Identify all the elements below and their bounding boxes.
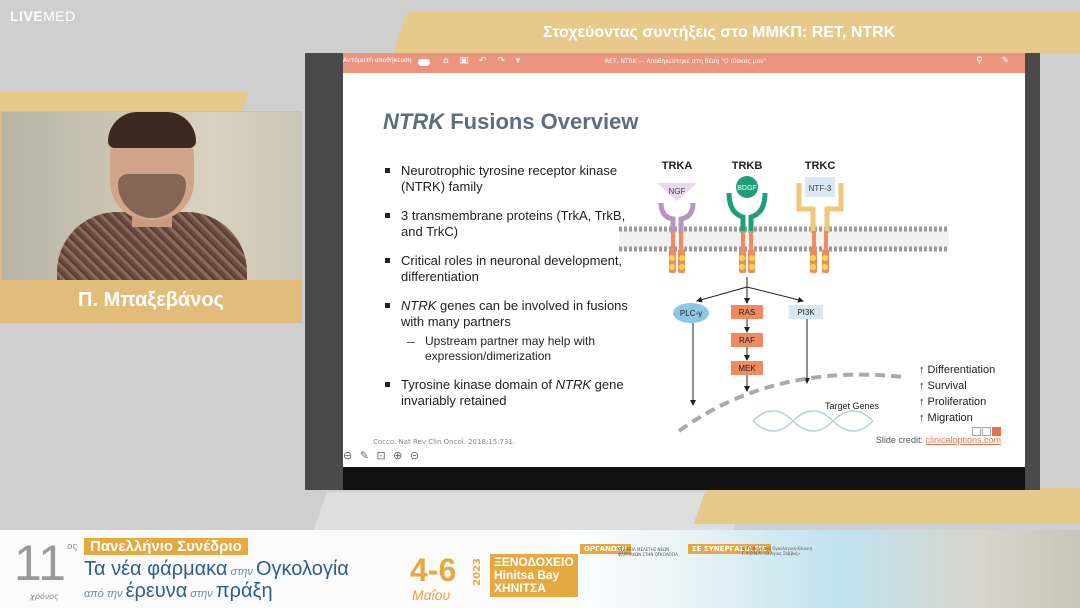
speaker-name: Π. Μπαξεβάνος	[78, 289, 224, 311]
outcomes-list: ↑ Differentiation ↑ Survival ↑ Prolifera…	[919, 364, 995, 424]
toolbar-icons[interactable]: ⌂ ▣ ↶ ↷ ▾	[443, 56, 525, 66]
congress-number: 11	[14, 535, 66, 591]
node-ras: RAS	[731, 305, 763, 319]
receptor-name: TRKA	[662, 160, 693, 172]
congress-venue: ΞΕΝΟΔΟΧΕΙΟ Hinitsa Bay ΧΗΝΙΤΣΑ	[490, 554, 578, 597]
cooperation-text: Β' Παθολογική Ογκολογική Κλινική Γ.Α.Ο.Ν…	[742, 546, 813, 556]
bg-stripe-white	[312, 492, 748, 532]
ligand-label: NGF	[669, 187, 686, 196]
cooperation-tag: ΣΕ ΣΥΝΕΡΓΑΣΙΑ ΜΕ	[688, 544, 771, 554]
session-title: Στοχεύοντας συντήξεις στο ΜΜΚΠ: RET, NTR…	[543, 24, 896, 41]
outcome-item: ↑ Proliferation	[919, 396, 986, 408]
svg-text:PLC-γ: PLC-γ	[680, 309, 702, 318]
cell-membrane	[619, 226, 949, 252]
slide-title: NTRK Fusions Overview	[383, 109, 639, 134]
node-pi3k: PI3K	[789, 305, 823, 319]
receptor-trkc: TRKC NTF-3	[796, 160, 844, 273]
congress-month: Μαΐου	[412, 587, 451, 603]
receptor-trkb: TRKB BDGF	[726, 160, 768, 273]
outcome-item: ↑ Survival	[919, 380, 967, 392]
congress-year: 2023	[472, 558, 483, 586]
congress-ordinal: ος	[67, 542, 78, 552]
ntrk-signaling-diagram: TRKA NGF TRKB BDGF	[613, 143, 1025, 433]
ligand-label: NTF-3	[809, 184, 832, 193]
svg-text:MEK: MEK	[738, 364, 756, 373]
slide: NTRK Fusions Overview Neurotrophic tyros…	[343, 73, 1025, 467]
outcome-item: ↑ Differentiation	[919, 364, 995, 376]
slide-nav-controls[interactable]: ⊖ ✎ ⊡ ⊕ ⊝	[343, 449, 422, 462]
bullet-item: Tyrosine kinase domain of NTRK gene inva…	[383, 377, 643, 409]
congress-tagline-2: από την έρευνα στην πράξη	[84, 580, 273, 602]
banner-photo	[560, 530, 1080, 608]
ligand-label: BDGF	[737, 185, 756, 192]
organizer-tag: ΟΡΓΑΝΩΣΗ	[580, 544, 632, 554]
document-title: RET, NTRK — Αποθηκεύτηκε στη θέση "Ο δίσ…	[605, 58, 767, 65]
bullet-item: Neurotrophic tyrosine receptor kinase (N…	[383, 163, 643, 195]
bullet-list: Neurotrophic tyrosine receptor kinase (N…	[383, 163, 643, 422]
outcome-item: ↑ Migration	[919, 412, 973, 424]
receptor-trka: TRKA NGF	[657, 160, 697, 273]
livemed-logo: LIVEMED	[10, 8, 76, 24]
receptor-name: TRKC	[805, 160, 836, 172]
slide-citation: Cocco. Nat Rev Clin Oncol. 2018;15:731.	[373, 438, 516, 446]
bg-stripe-bottom	[693, 488, 1080, 524]
credit-link[interactable]: clinicaloptions.com	[925, 435, 1001, 445]
congress-tagline-1: Τα νέα φάρμακα στην Ογκολογία	[84, 558, 349, 580]
bullet-item: Critical roles in neuronal development, …	[383, 253, 643, 285]
bullet-item: NTRK genes can be involved in fusions wi…	[383, 298, 643, 330]
autosave-label: Αυτόματη αποθήκευση	[343, 57, 412, 64]
svg-text:RAF: RAF	[739, 336, 755, 345]
organizer-text: ΕΤΑΙΡΕΙΑ ΜΕΛΕΤΗΣ ΝΕΩΝ ΦΑΡΜΑΚΩΝ ΣΤΗΝ ΟΓΚΟ…	[618, 547, 678, 557]
congress-title: Πανελλήνιο Συνέδριο	[84, 538, 248, 555]
viewer-toolbar: Αυτόματη αποθήκευση ⌂ ▣ ↶ ↷ ▾ RET, NTRK …	[343, 53, 1025, 73]
svg-text:RAS: RAS	[739, 308, 755, 317]
slide-bottom-bar	[343, 467, 1025, 490]
sub-bullet-item: Upstream partner may help with expressio…	[383, 334, 643, 364]
autosave-toggle[interactable]	[418, 59, 430, 66]
dna-helix	[752, 410, 874, 432]
node-mek: MEK	[731, 361, 763, 375]
speaker-panel: Π. Μπαξεβάνος	[0, 111, 302, 323]
svg-text:PI3K: PI3K	[797, 308, 815, 317]
cco-logo	[971, 421, 1001, 440]
node-plc: PLC-γ	[673, 303, 709, 323]
target-genes-label: Target Genes	[825, 401, 880, 411]
node-raf: RAF	[731, 333, 763, 347]
speaker-video	[2, 112, 301, 280]
bullet-item: 3 transmembrane proteins (TrkA, TrkB, an…	[383, 208, 643, 240]
slide-credit: Slide credit: clinicaloptions.com	[875, 435, 1001, 445]
congress-banner: 11 ος χρόνος Πανελλήνιο Συνέδριο Τα νέα …	[0, 530, 1080, 608]
years-label: χρόνος	[30, 592, 59, 601]
receptor-name: TRKB	[732, 160, 763, 172]
toolbar-right-icons[interactable]: ⚲ ✎	[976, 56, 1017, 66]
presentation-window: Αυτόματη αποθήκευση ⌂ ▣ ↶ ↷ ▾ RET, NTRK …	[305, 53, 1040, 490]
congress-dates: 4-6	[410, 552, 457, 588]
